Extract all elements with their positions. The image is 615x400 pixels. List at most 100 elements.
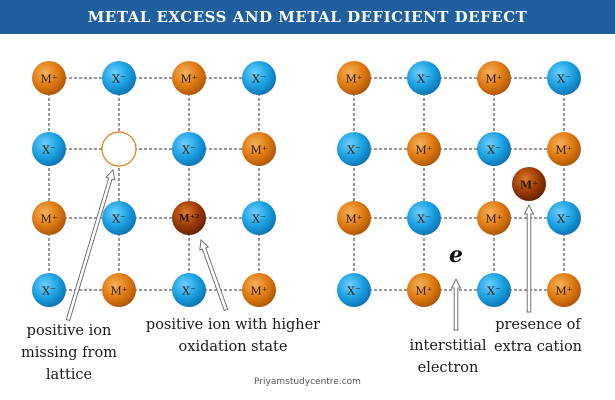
cation-ion: M⁺ (32, 201, 66, 235)
higher-oxidation-arrow (199, 239, 229, 312)
cation-ion-label: M⁺ (40, 73, 57, 86)
cation-ion: M⁺ (172, 61, 206, 95)
anion-ion-circle (102, 61, 136, 95)
anion-ion-circle (407, 201, 441, 235)
higher-oxidation-annotation: positive ion with higher oxidation state (145, 317, 321, 355)
lattice-diagram: M⁺ X⁻ M⁺ X⁻ X⁻ X⁻ M⁺ M⁺ X⁻ M⁺² X⁻ X⁻ M⁺ X⁻ M⁺ M⁺ X⁻ M⁺ X⁻… (32, 61, 581, 331)
cation-ion: M⁺ (407, 273, 441, 307)
anion-ion-label: X⁻ (112, 213, 126, 226)
cation-ion-label: M⁺ (555, 285, 572, 298)
anion-ion-circle (337, 273, 371, 307)
extra-cation-annotation: presence of extra cation (493, 317, 583, 355)
cation-ion-circle (32, 61, 66, 95)
anion-ion-label: X⁻ (42, 285, 56, 298)
cation-ion-label: M⁺ (345, 213, 362, 226)
cation-ion-circle (242, 273, 276, 307)
anion-ion-circle (337, 132, 371, 166)
anion-ion-label: X⁻ (487, 144, 501, 157)
anion-ion-circle (547, 61, 581, 95)
cation-ion-circle (547, 273, 581, 307)
cation-ion: M⁺ (337, 201, 371, 235)
anion-ion-circle (32, 273, 66, 307)
cation-ion-circle (407, 273, 441, 307)
cation-ion: M⁺ (242, 132, 276, 166)
cation-ion: M⁺ (407, 132, 441, 166)
anion-ion-label: X⁻ (557, 213, 571, 226)
anion-ion-label: X⁻ (557, 73, 571, 86)
anion-ion: X⁻ (337, 273, 371, 307)
anion-ion-circle (172, 273, 206, 307)
anion-ion: X⁻ (172, 273, 206, 307)
anion-ion: X⁻ (547, 201, 581, 235)
cation-ion-label: M⁺ (485, 213, 502, 226)
anion-ion-circle (172, 132, 206, 166)
anion-ion-circle (242, 61, 276, 95)
cation-ion: M⁺ (547, 273, 581, 307)
cation-ion-circle (477, 61, 511, 95)
cation-ion-label: M⁺ (110, 285, 127, 298)
interstitial-electron-annotation: interstitial electron (409, 338, 487, 376)
cation-ion-label: M⁺ (415, 285, 432, 298)
anion-ion: X⁻ (547, 61, 581, 95)
anion-ion-label: X⁻ (182, 144, 196, 157)
footer-credit: Priyamstudycentre.com (254, 377, 361, 387)
anion-ion-circle (242, 201, 276, 235)
diagram-title: METAL EXCESS AND METAL DEFICIENT DEFECT (0, 0, 615, 34)
cation-ion: M⁺ (102, 273, 136, 307)
cation-ion-circle (477, 201, 511, 235)
cation-ion: M⁺ (32, 61, 66, 95)
cation-ion: M⁺ (547, 132, 581, 166)
anion-ion-label: X⁻ (487, 285, 501, 298)
anion-ion-circle (547, 201, 581, 235)
extra-cation-circle (512, 167, 546, 201)
anion-ion-circle (102, 201, 136, 235)
cation-vacancy (101, 131, 137, 167)
anion-ion-label: X⁻ (112, 73, 126, 86)
annotation-arrows (65, 169, 535, 331)
cation-ion-label: M⁺ (250, 285, 267, 298)
cation-ion-label: M⁺ (415, 144, 432, 157)
anion-ion-circle (407, 61, 441, 95)
cation-ion-label: M⁺ (250, 144, 267, 157)
cation-ion-circle (102, 273, 136, 307)
vacancy-annotation: positive ion missing from lattice (21, 323, 117, 383)
anion-ion: X⁻ (242, 61, 276, 95)
cation-ion-circle (337, 201, 371, 235)
cation-ion: M⁺ (337, 61, 371, 95)
extra-cation-group: M⁺ (512, 167, 546, 201)
anion-ion-label: X⁻ (417, 213, 431, 226)
extra-cation-arrow (523, 203, 535, 313)
anion-ion-label: X⁻ (347, 285, 361, 298)
cation-ion-circle (172, 61, 206, 95)
anion-ion: X⁻ (172, 132, 206, 166)
cation-ion-label: M⁺ (555, 144, 572, 157)
anion-ion: X⁻ (102, 61, 136, 95)
anion-ion: X⁻ (407, 201, 441, 235)
cation-ion: M⁺ (477, 201, 511, 235)
cation-ion-circle (407, 132, 441, 166)
cation-ion-circle (547, 132, 581, 166)
anion-ion-label: X⁻ (252, 73, 266, 86)
anion-ion-label: X⁻ (347, 144, 361, 157)
anion-ion: X⁻ (477, 273, 511, 307)
interstitial-electron-arrow (450, 277, 462, 331)
anion-ion-label: X⁻ (182, 285, 196, 298)
anion-ion: X⁻ (407, 61, 441, 95)
higher-oxidation-cation-circle (172, 201, 206, 235)
anion-ion-label: X⁻ (252, 213, 266, 226)
anion-ion-circle (477, 273, 511, 307)
cation-ion-circle (242, 132, 276, 166)
anion-ion: X⁻ (102, 201, 136, 235)
anion-ion: X⁻ (337, 132, 371, 166)
right-lattice: M⁺ X⁻ M⁺ X⁻ X⁻ M⁺ X⁻ M⁺ M⁺ X⁻ M⁺ X⁻ X⁻ M⁺ X⁻ M⁺ (337, 61, 581, 307)
higher-oxidation-cation-label: M⁺² (179, 214, 200, 225)
anion-ion-circle (477, 132, 511, 166)
cation-ion-circle (337, 61, 371, 95)
higher-oxidation-cation: M⁺² (172, 201, 206, 235)
cation-ion: M⁺ (477, 61, 511, 95)
vacancy-circle (101, 131, 137, 167)
anion-ion: X⁻ (32, 273, 66, 307)
cation-ion-label: M⁺ (485, 73, 502, 86)
vacancy-arrow (65, 169, 116, 322)
